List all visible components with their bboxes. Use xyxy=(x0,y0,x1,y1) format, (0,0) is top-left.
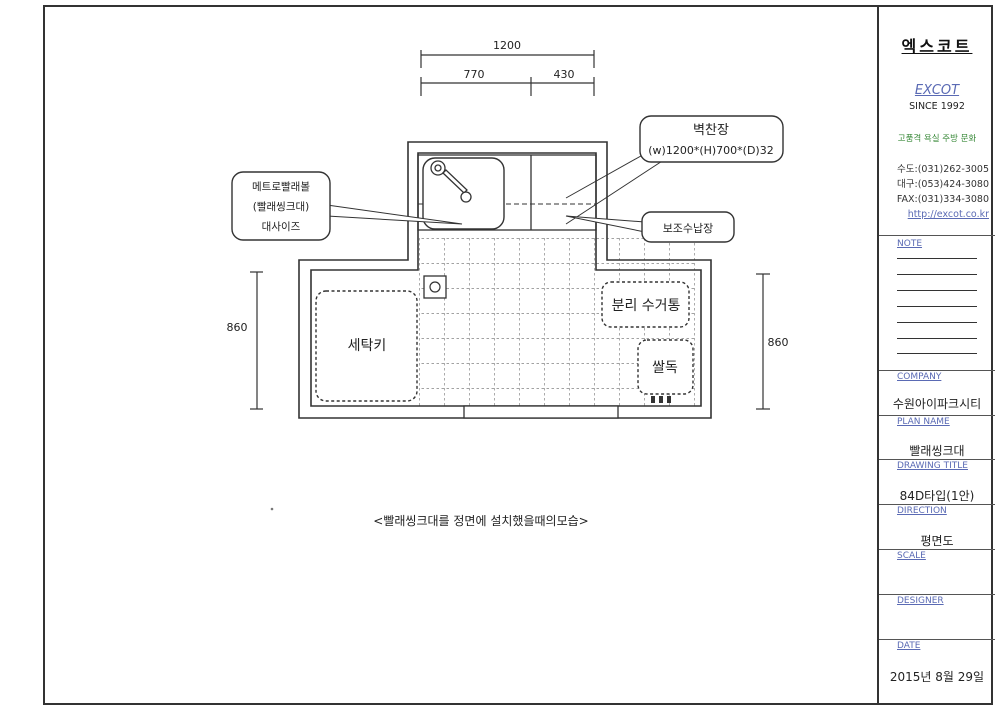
company-value: 수원아이파크시티 xyxy=(892,397,982,411)
floor-drain-icon xyxy=(423,275,447,299)
contact-daegu: 대구:(053)424-3080 xyxy=(897,179,989,190)
drawing-caption: <빨래씽크대를 정면에 설치했을때의모습> xyxy=(373,514,588,528)
direction-value: 평면도 xyxy=(920,534,954,548)
recycle-bin-outline xyxy=(601,281,690,328)
dimension-right-label: 430 xyxy=(554,68,575,81)
brand-korean: 엑스코트 xyxy=(901,37,973,56)
plan-name-label: PLAN NAME xyxy=(897,417,950,427)
company-section: COMPANY 수원아이파크시티 xyxy=(879,370,995,416)
scale-section: SCALE xyxy=(879,549,995,595)
dimension-top xyxy=(420,50,595,96)
designer-label: DESIGNER xyxy=(897,596,944,606)
drawing-sheet-border xyxy=(43,5,993,705)
scale-label: SCALE xyxy=(897,551,926,561)
plan-name-value: 빨래씽크대 xyxy=(909,444,965,458)
direction-section: DIRECTION 평면도 xyxy=(879,504,995,550)
wall-cabinet xyxy=(417,154,597,231)
rice-bin-outline xyxy=(637,339,694,395)
callout-cabinet: 벽찬장 (w)1200*(H)700*(D)32 xyxy=(565,115,784,225)
dimension-left-side xyxy=(250,271,263,410)
callout-aux-storage: 보조수납장 xyxy=(565,211,735,243)
door-threshold xyxy=(463,405,619,419)
recycle-bin-label: 분리 수거통 xyxy=(612,298,681,314)
note-label: NOTE xyxy=(897,239,923,249)
since-label: SINCE 1992 xyxy=(909,101,965,112)
drawing-title-label: DRAWING TITLE xyxy=(897,461,968,471)
contact-seoul: 수도:(031)262-3005 xyxy=(897,164,989,175)
slogan: 고품격 욕실 주방 문화 xyxy=(897,134,977,144)
washer-label: 세탁키 xyxy=(348,338,387,354)
rice-bin-casters xyxy=(651,396,671,403)
contact-fax: FAX:(031)334-3080 xyxy=(896,194,989,205)
callout-cabinet-size: (w)1200*(H)700*(D)32 xyxy=(648,144,773,157)
drawing-title-section: DRAWING TITLE 84D타입(1안) xyxy=(879,459,995,505)
drain-circle xyxy=(429,281,441,293)
washer-outline xyxy=(315,290,418,402)
floor-plan-drawing: 1200 770 430 860 860 세탁키 분리 수거 xyxy=(227,39,789,528)
designer-section: DESIGNER xyxy=(879,594,995,640)
dimension-left-label: 770 xyxy=(464,68,485,81)
dimension-height-left-label: 860 xyxy=(227,321,248,334)
company-label: COMPANY xyxy=(897,372,942,382)
direction-label: DIRECTION xyxy=(897,506,947,516)
callout-bowl-line2: (빨래씽크대) xyxy=(253,201,310,213)
callout-aux-storage-label: 보조수납장 xyxy=(663,222,714,235)
drawing-title-value: 84D타입(1안) xyxy=(899,489,975,503)
callout-bowl-line3: 대사이즈 xyxy=(262,221,301,233)
plan-name-section: PLAN NAME 빨래씽크대 xyxy=(879,415,995,460)
faucet-icon xyxy=(430,160,472,203)
date-section: DATE 2015년 8월 29일 xyxy=(879,639,995,704)
note-section: NOTE xyxy=(879,235,995,371)
dimension-total-label: 1200 xyxy=(493,39,521,52)
rice-bin-label: 쌀독 xyxy=(652,360,678,376)
callout-bowl: 메트로빨래볼 (빨래씽크대) 대사이즈 xyxy=(231,171,463,241)
speck-mark xyxy=(270,507,274,511)
dimension-right-side xyxy=(756,273,770,410)
dimension-height-right-label: 860 xyxy=(768,336,789,349)
website-link[interactable]: http://excot.co.kr xyxy=(907,209,989,220)
title-block: 엑스코트 EXCOT SINCE 1992 고품격 욕실 주방 문화 수도:(0… xyxy=(877,5,995,705)
callout-bowl-line1: 메트로빨래볼 xyxy=(252,181,310,193)
callout-cabinet-title: 벽찬장 xyxy=(693,123,729,138)
date-value: 2015년 8월 29일 xyxy=(889,670,985,684)
brand-latin: EXCOT xyxy=(914,83,960,98)
date-label: DATE xyxy=(897,641,921,651)
